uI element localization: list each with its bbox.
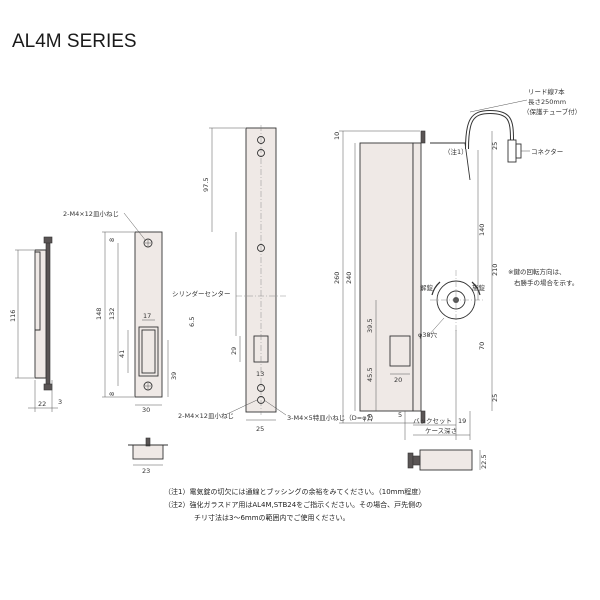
- label-connector: コネクター: [531, 147, 563, 156]
- dim-13: 13: [256, 370, 264, 378]
- label-screw-face: 2-M4×12皿小ねじ: [178, 411, 234, 420]
- dim-25-face: 25: [256, 425, 264, 433]
- dim-29: 29: [230, 347, 238, 355]
- dim-148: 148: [95, 308, 103, 320]
- bolt-bottom-view: 22.5: [407, 449, 488, 471]
- rotation-note-2: 右勝手の場合を示す。: [514, 278, 578, 287]
- label-lock: 施錠: [472, 283, 486, 292]
- label-lead-wire-1: リード線7本: [528, 87, 565, 96]
- dim-116: 116: [9, 310, 17, 322]
- faceplate-front-view: 97.5 6.5 29 13 25 シリンダーセンター 2-M4×12皿小ねじ …: [172, 125, 377, 433]
- label-cylinder-center: シリンダーセンター: [172, 289, 231, 298]
- rotation-note-1: ※鍵の回転方向は、: [508, 267, 565, 276]
- dim-3: 3: [58, 398, 62, 406]
- dim-25-top: 25: [491, 142, 499, 150]
- dim-70: 70: [478, 342, 486, 350]
- dim-41: 41: [118, 350, 126, 358]
- dim-10-top: 10: [333, 132, 341, 140]
- dim-17: 17: [143, 312, 151, 320]
- label-lead-wire-3: （保護チューブ付）: [523, 107, 581, 116]
- dim-19: 19: [458, 417, 466, 425]
- dim-10-bottom: 10: [366, 414, 374, 422]
- dim-132: 132: [108, 308, 116, 320]
- label-screw-strike: 2-M4×12皿小ねじ: [63, 209, 119, 218]
- label-lead-wire-2: 長さ250mm: [528, 98, 566, 106]
- dim-5: 5: [398, 411, 402, 419]
- note-2: （注2）強化ガラスドア用はAL4M,STB24をご指示ください。その場合、戸先側…: [164, 500, 422, 509]
- label-note1: （注1）: [444, 147, 468, 156]
- dim-45-5: 45.5: [366, 368, 374, 382]
- note-3: チリ寸法は3～6mmの範囲内でご使用ください。: [194, 513, 350, 522]
- dim-39: 39: [170, 372, 178, 380]
- dim-8-top: 8: [108, 238, 116, 242]
- dim-210: 210: [491, 264, 499, 276]
- note-1: （注1）電気錠の切欠には通線とブッシングの余裕をみてください。（10mm程度）: [164, 487, 425, 496]
- strike-front-view: 148 132 8 8 41 17 39 30 2-M4×12皿小ねじ: [63, 209, 178, 414]
- series-title: AL4M SERIES: [12, 31, 137, 52]
- label-hole: φ38穴: [418, 330, 438, 339]
- dim-22: 22: [38, 400, 46, 408]
- notes: （注1）電気錠の切欠には通線とブッシングの余裕をみてください。（10mm程度） …: [164, 487, 425, 522]
- label-backset: バックセット: [413, 417, 452, 425]
- dim-260: 260: [333, 272, 341, 284]
- label-case-depth: ケース深さ: [425, 426, 457, 435]
- dim-39-5: 39.5: [366, 319, 374, 333]
- label-unlock: 解錠: [420, 283, 434, 292]
- lock-body-side-view: （注1） リード線7本 長さ250mm （保護チューブ付） コネクター 解錠 施…: [333, 87, 581, 440]
- dim-25-bottom: 25: [491, 394, 499, 402]
- dim-22-5: 22.5: [480, 455, 488, 469]
- dim-30: 30: [142, 406, 150, 414]
- strike-side-view: 116 22 3: [9, 236, 62, 412]
- dim-6-5: 6.5: [188, 317, 196, 327]
- dim-97-5: 97.5: [202, 178, 210, 192]
- dim-140: 140: [478, 224, 486, 236]
- strike-bottom-view: 23: [128, 437, 168, 475]
- dim-8-bottom: 8: [108, 392, 116, 396]
- dim-23: 23: [142, 467, 150, 475]
- dim-20: 20: [394, 376, 402, 384]
- label-screw-special: 3-M4×5特皿小ねじ（D=φ7）: [287, 413, 377, 422]
- dim-240: 240: [345, 272, 353, 284]
